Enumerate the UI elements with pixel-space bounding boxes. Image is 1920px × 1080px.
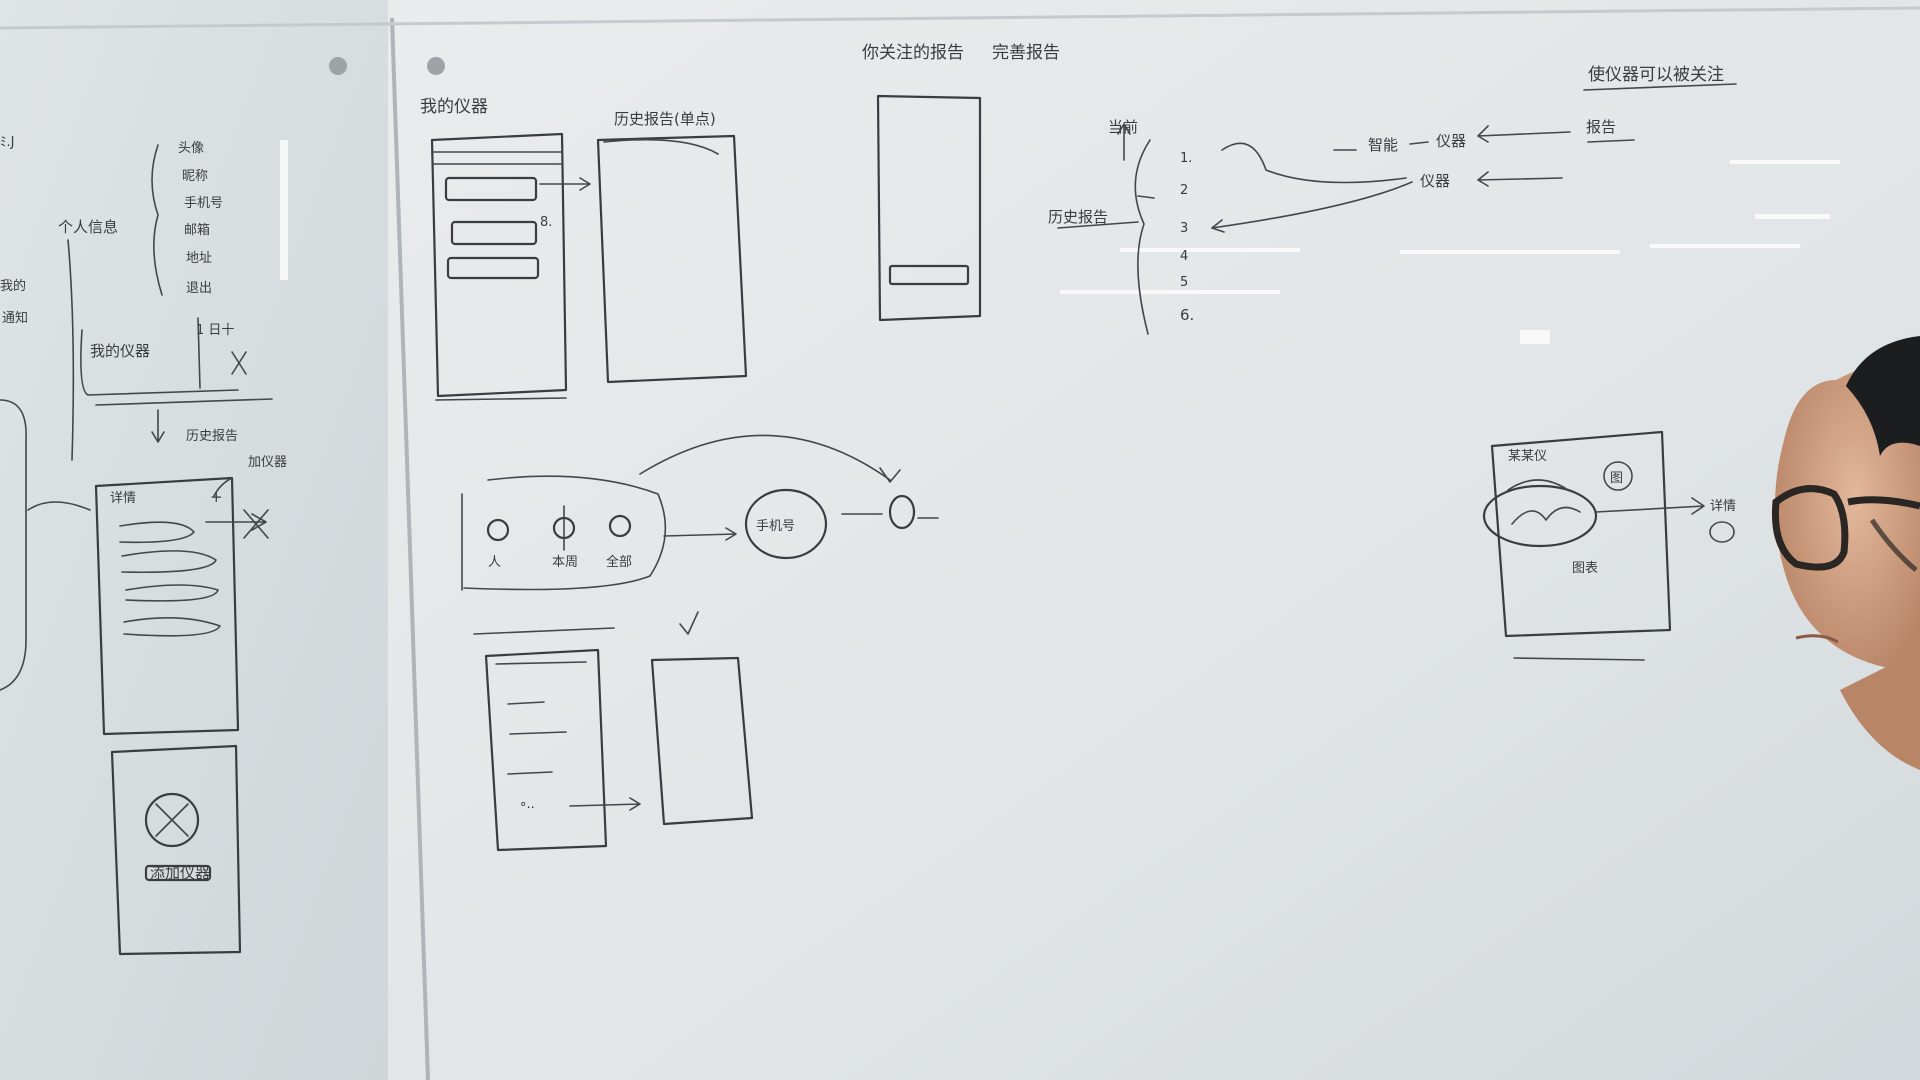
history-reports-label: 历史报告 [186,429,238,444]
report-flow-diagram: 当前 历史报告 1. 2 3 4 5 6. 智能 仪器 仪器 报告 [1048,118,1635,335]
menu-item-avatar: 头像 [178,141,204,156]
person [1771,336,1920,770]
magnet [427,57,445,75]
card-side-label: 详情 [1710,499,1736,514]
left-panel-sketch: ﾐ.J 头像 昵称 手机号 邮箱 地址 退出 个人信息 我的 通知 我的仪器 1… [0,135,287,956]
board-panel-left [0,0,400,1080]
menu-item-email: 邮箱 [184,222,210,238]
flow-node-1: 人 [488,555,501,570]
my-instruments-heading: 我的仪器 [420,97,488,117]
instrument-b: 仪器 [1420,172,1450,190]
corner-note: 使仪器可以被关注 [1588,64,1724,85]
add-instrument-label: 加仪器 [248,455,287,470]
edge-note-top: ﾐ.J [0,135,14,150]
card-circle: 图 [1610,471,1623,486]
personal-info-label: 个人信息 [58,218,118,236]
list-number-5: 5 [1180,275,1188,290]
smart-label: 智能 [1368,136,1398,154]
list-number-4: 4 [1180,249,1188,264]
instrument-card-sketch: 某某仪 图 图表 详情 [1482,430,1736,661]
list-number-3: 3 [1180,221,1188,236]
list-number-6: 6. [1180,306,1194,324]
my-instruments-label: 我的仪器 [90,342,150,360]
instrument-wireframes: 我的仪器 历史报告(单点) 8. [420,94,982,401]
report-label: 报告 [1586,118,1616,136]
svg-text:+: + [210,488,223,506]
svg-text:°··: °·· [520,801,535,816]
instrument-a: 仪器 [1436,132,1466,150]
glasses-icon [1771,485,1920,572]
svg-text:8.: 8. [540,215,552,230]
card-footer: 图表 [1572,561,1598,576]
board-title: 你关注的 报告 完善报告 使仪器可以被关注 [862,43,1737,91]
add-instrument-button: 添加仪器 [150,864,210,882]
selection-flow: 人 本周 全部 手机号 °·· [461,434,939,852]
light-reflections [280,140,1840,344]
title-mid: 报告 [930,43,964,63]
title-right: 完善报告 [992,43,1060,63]
scribble-num: 1 日十 [196,323,234,338]
list-number-2: 2 [1180,183,1188,198]
menu-item-address: 地址 [186,251,212,266]
person-hair [1846,336,1920,456]
phone-bubble: 手机号 [756,519,795,534]
menu-item-logout: 退出 [186,281,212,296]
title-left: 你关注的 [862,43,930,63]
panel-seam [390,17,430,1080]
flow-node-2: 本周 [552,555,578,570]
menu-item-nickname: 昵称 [182,169,208,184]
edge-note-2: 通知 [2,310,28,326]
edge-note-1: 我的 [0,278,26,294]
history-heading: 历史报告(单点) [614,110,716,128]
detail-label: 详情 [110,491,136,506]
menu-item-phone: 手机号 [184,196,223,211]
list-number-1: 1. [1180,151,1192,166]
card-header: 某某仪 [1508,449,1547,464]
history-report-label: 历史报告 [1048,208,1108,226]
magnet [329,57,347,75]
board-panel-right [388,0,1920,1080]
person-neck [1840,650,1920,770]
flow-node-3: 全部 [606,554,632,570]
